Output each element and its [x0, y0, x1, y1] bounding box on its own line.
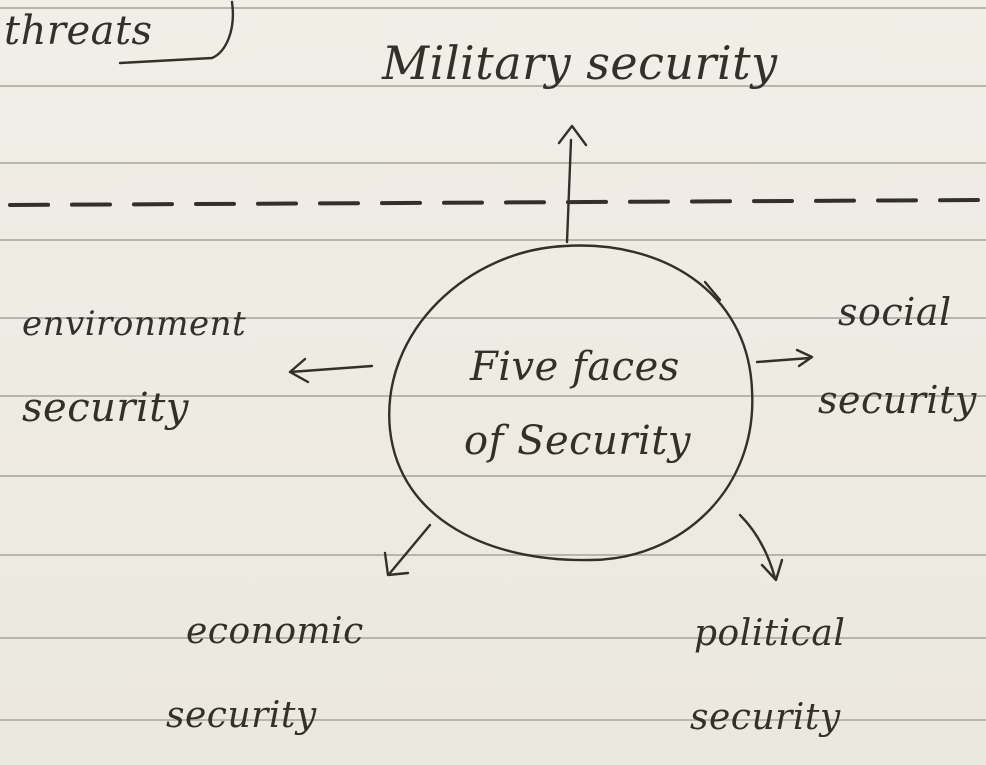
economic-line-2: security — [166, 695, 317, 736]
center-title-line-1: Five faces — [470, 344, 680, 390]
arrow-bottom-right-head — [760, 558, 784, 582]
arrow-up — [565, 138, 573, 244]
social-line-1: social — [838, 290, 952, 334]
environment-line-1: environment — [22, 304, 247, 344]
center-title-line-2: of Security — [464, 418, 691, 464]
dashed-divider — [8, 198, 982, 207]
social-security-label: social security — [818, 268, 977, 444]
arrow-left-head — [288, 357, 310, 384]
arrow-right — [755, 356, 812, 364]
arrow-left — [288, 364, 374, 374]
economic-security-label: economic security — [166, 590, 364, 758]
political-line-1: political — [694, 613, 846, 654]
economic-line-1: economic — [186, 611, 364, 652]
arrow-bottom-right — [738, 513, 777, 580]
center-title: Five faces of Security — [464, 330, 691, 478]
military-security-label: Military security — [382, 36, 778, 90]
corner-bracket — [118, 0, 235, 65]
environment-security-label: environment security — [22, 282, 246, 450]
corner-fragment-text: threats — [4, 8, 153, 54]
arrow-bottom-left — [388, 523, 432, 575]
environment-line-2: security — [22, 385, 189, 431]
political-security-label: political security — [690, 592, 845, 760]
arrow-right-head — [795, 348, 814, 368]
arrow-bottom-left-head — [383, 551, 410, 577]
arrow-up-head — [557, 124, 588, 147]
political-line-2: security — [690, 697, 841, 738]
center-circle — [388, 244, 754, 562]
social-line-2: security — [818, 378, 977, 422]
